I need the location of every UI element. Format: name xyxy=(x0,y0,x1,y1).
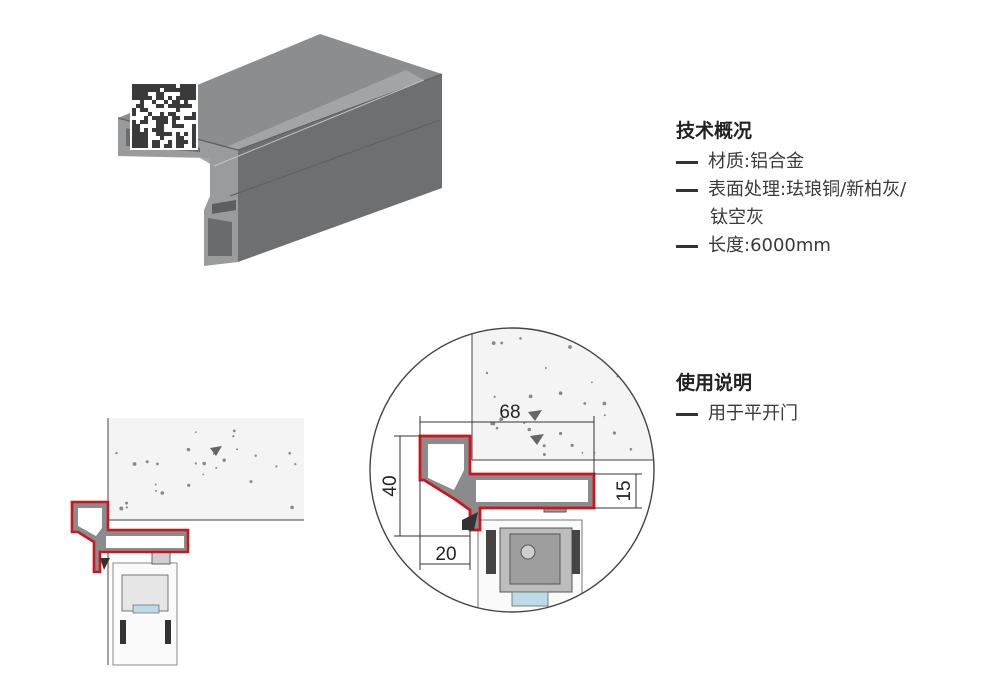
usage-item-swing-door: 用于平开门 xyxy=(676,400,996,428)
dimension-width-top: 68 xyxy=(499,402,520,423)
qr-code xyxy=(130,82,198,150)
dash-bullet-icon xyxy=(676,412,698,416)
dimension-height-left: 40 xyxy=(380,475,401,496)
dash-bullet-icon xyxy=(676,244,698,248)
spec-item-finish: 表面处理:珐琅铜/新柏灰/ xyxy=(676,176,996,204)
left-section-drawing xyxy=(70,418,304,666)
usage-instructions-title: 使用说明 xyxy=(676,372,753,394)
spec-item-length: 长度:6000mm xyxy=(676,232,996,260)
dash-bullet-icon xyxy=(676,160,698,164)
technical-overview-title: 技术概况 xyxy=(676,120,753,142)
circular-detail-drawing: 68 40 15 20 xyxy=(369,327,655,613)
usage-instructions: 使用说明 用于平开门 xyxy=(676,370,996,428)
dimension-width-bottom: 20 xyxy=(435,544,456,565)
dimension-height-right: 15 xyxy=(614,480,635,501)
technical-overview: 技术概况 材质:铝合金 表面处理:珐琅铜/新柏灰/ 钛空灰 长度:6000mm xyxy=(676,118,996,260)
dash-bullet-icon xyxy=(676,188,698,192)
spec-item-material: 材质:铝合金 xyxy=(676,148,996,176)
spec-item-finish-continued: 钛空灰 xyxy=(710,207,764,228)
